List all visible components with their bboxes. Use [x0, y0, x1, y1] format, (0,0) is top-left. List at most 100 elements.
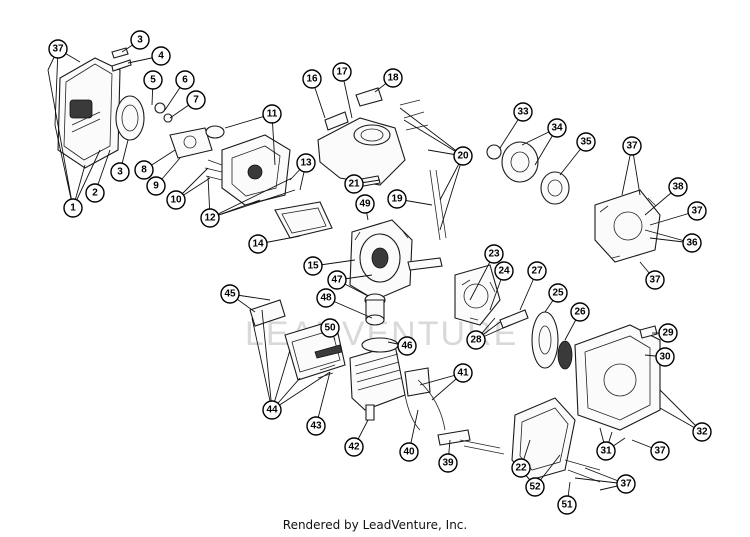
- callout-48: 48: [316, 288, 336, 308]
- ignition-assembly: [404, 367, 505, 455]
- svg-text:47: 47: [331, 275, 343, 286]
- svg-text:36: 36: [686, 238, 698, 249]
- air-filter-cover-assembly: [57, 47, 213, 169]
- svg-text:37: 37: [691, 206, 703, 217]
- credit-text: Rendered by LeadVenture, Inc.: [282, 518, 468, 532]
- callout-19: 19: [387, 189, 407, 209]
- svg-text:12: 12: [204, 213, 216, 224]
- callout-14: 14: [248, 234, 268, 254]
- starter-assembly: [486, 141, 661, 263]
- svg-text:11: 11: [267, 109, 278, 120]
- callout-1: 1: [63, 198, 83, 218]
- callout-12: 12: [200, 208, 220, 228]
- svg-text:44: 44: [266, 405, 278, 416]
- svg-text:1: 1: [70, 203, 76, 214]
- svg-text:37: 37: [626, 141, 638, 152]
- svg-text:37: 37: [620, 479, 632, 490]
- callout-5: 5: [143, 70, 163, 90]
- svg-text:49: 49: [359, 199, 371, 210]
- callout-20: 20: [453, 146, 473, 166]
- callout-16: 16: [302, 69, 322, 89]
- callout-3b: 3: [110, 162, 130, 182]
- callout-10: 10: [166, 190, 186, 210]
- carburetor-assembly: [204, 125, 333, 239]
- callout-23: 23: [484, 244, 504, 264]
- svg-text:37: 37: [649, 275, 661, 286]
- callout-37b: 37: [622, 136, 642, 156]
- clutch-housing-assembly: [511, 324, 661, 483]
- svg-text:15: 15: [307, 261, 319, 272]
- svg-text:29: 29: [662, 328, 674, 339]
- svg-text:33: 33: [517, 107, 529, 118]
- callout-37d: 37: [645, 270, 665, 290]
- callout-51: 51: [557, 495, 577, 515]
- callout-22: 22: [511, 458, 531, 478]
- svg-text:20: 20: [457, 151, 469, 162]
- callout-39: 39: [438, 453, 458, 473]
- callout-35: 35: [576, 132, 596, 152]
- callout-9: 9: [146, 176, 166, 196]
- engine-block-assembly: [349, 219, 443, 326]
- callout-49: 49: [355, 194, 375, 214]
- svg-text:41: 41: [457, 368, 469, 379]
- svg-text:3: 3: [137, 35, 143, 46]
- callout-37c: 37: [687, 201, 707, 221]
- callout-7: 7: [186, 90, 206, 110]
- callout-17: 17: [332, 62, 352, 82]
- svg-text:28: 28: [470, 335, 482, 346]
- callout-29: 29: [658, 323, 678, 343]
- svg-text:2: 2: [92, 188, 98, 199]
- callout-33: 33: [513, 102, 533, 122]
- callout-4: 4: [151, 46, 171, 66]
- svg-text:16: 16: [306, 74, 318, 85]
- clutch-assembly: [454, 264, 573, 370]
- svg-text:25: 25: [552, 288, 564, 299]
- svg-text:4: 4: [158, 51, 164, 62]
- callout-21: 21: [344, 174, 364, 194]
- svg-text:3: 3: [117, 167, 123, 178]
- svg-text:13: 13: [300, 158, 312, 169]
- fuel-tank-assembly: [317, 87, 447, 241]
- callout-44: 44: [262, 400, 282, 420]
- svg-text:50: 50: [324, 323, 336, 334]
- callout-18: 18: [383, 68, 403, 88]
- callout-32: 32: [692, 422, 712, 442]
- svg-text:52: 52: [529, 482, 541, 493]
- callout-34: 34: [547, 118, 567, 138]
- callout-3: 3: [130, 30, 150, 50]
- svg-text:51: 51: [561, 500, 573, 511]
- svg-text:5: 5: [150, 75, 156, 86]
- svg-text:17: 17: [336, 67, 348, 78]
- callout-24: 24: [494, 261, 514, 281]
- svg-text:30: 30: [659, 352, 671, 363]
- svg-text:34: 34: [551, 123, 563, 134]
- callouts: 37 3 4 5 6 7 2 1 3 8 9 10 11 12 13 14 16…: [48, 30, 712, 515]
- callout-8: 8: [134, 160, 154, 180]
- callout-37f: 37: [616, 474, 636, 494]
- svg-text:14: 14: [252, 239, 264, 250]
- callout-42: 42: [344, 437, 364, 457]
- callout-47: 47: [327, 270, 347, 290]
- svg-text:7: 7: [193, 95, 199, 106]
- callout-41: 41: [453, 363, 473, 383]
- svg-text:39: 39: [442, 458, 454, 469]
- svg-text:37: 37: [52, 44, 64, 55]
- callout-11: 11: [262, 104, 282, 124]
- callout-26: 26: [570, 302, 590, 322]
- svg-text:19: 19: [391, 194, 403, 205]
- callout-43: 43: [306, 416, 326, 436]
- callout-38: 38: [668, 177, 688, 197]
- callout-27: 27: [527, 261, 547, 281]
- svg-text:9: 9: [153, 181, 159, 192]
- svg-text:45: 45: [224, 289, 236, 300]
- svg-text:10: 10: [170, 195, 182, 206]
- svg-text:48: 48: [320, 293, 332, 304]
- callout-25: 25: [548, 283, 568, 303]
- svg-text:32: 32: [696, 427, 708, 438]
- callout-37: 37: [48, 39, 68, 59]
- svg-text:40: 40: [403, 447, 415, 458]
- svg-text:23: 23: [488, 249, 500, 260]
- callout-36: 36: [682, 233, 702, 253]
- svg-text:31: 31: [600, 446, 612, 457]
- callout-50: 50: [320, 318, 340, 338]
